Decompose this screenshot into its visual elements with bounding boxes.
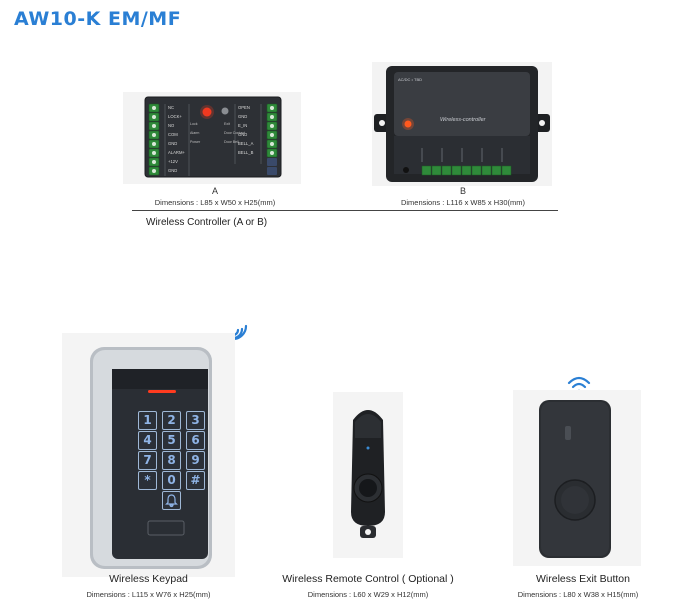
page-title: AW10-K EM/MF bbox=[14, 8, 182, 30]
side-label: Door Bell bbox=[224, 140, 239, 144]
exit-button-image bbox=[513, 390, 641, 566]
keypad-key[interactable]: 2 bbox=[162, 411, 181, 430]
terminal-label: GND bbox=[168, 141, 178, 146]
keypad-key[interactable]: 0 bbox=[162, 471, 181, 490]
keypad-key[interactable]: # bbox=[186, 471, 205, 490]
side-label: Power bbox=[190, 140, 201, 144]
bell-icon[interactable] bbox=[162, 491, 181, 510]
terminal-label: GND bbox=[168, 168, 178, 173]
side-label: Lock bbox=[190, 122, 198, 126]
keypad-key[interactable]: 9 bbox=[186, 451, 205, 470]
controller-b-top-text: AC/DC • TBD bbox=[398, 77, 422, 82]
product-name: Wireless Exit Button bbox=[536, 573, 630, 585]
keypad-key[interactable]: 1 bbox=[138, 411, 157, 430]
controller-divider bbox=[132, 210, 558, 211]
side-label: Door Contact bbox=[224, 131, 246, 135]
controller-b-image: Wireless-controller AC/DC • TBD bbox=[372, 62, 552, 186]
terminal-label: LOCK+ bbox=[168, 114, 182, 119]
controller-b-letter: B bbox=[459, 186, 466, 196]
terminal-label: COM bbox=[168, 132, 178, 137]
remote-image bbox=[333, 392, 403, 558]
controller-b-lid-label: Wireless-controller bbox=[440, 117, 486, 123]
keypad-key[interactable]: * bbox=[138, 471, 157, 490]
keypad-key[interactable]: 3 bbox=[186, 411, 205, 430]
product-name: Wireless Keypad bbox=[109, 573, 188, 585]
controller-caption: Wireless Controller (A or B) bbox=[146, 217, 268, 228]
terminal-label: GND bbox=[238, 114, 248, 119]
product-dimensions: Dimensions : L60 x W29 x H12(mm) bbox=[307, 590, 429, 599]
controller-b-dimensions: Dimensions : L116 x W85 x H30(mm) bbox=[400, 198, 526, 207]
keypad-image: 1 2 3 4 5 6 7 8 9 * 0 # bbox=[62, 333, 235, 577]
terminal-label: BELL_A bbox=[238, 141, 254, 146]
controller-a-letter: A bbox=[211, 186, 218, 196]
terminal-label: ALARM+ bbox=[168, 150, 185, 155]
keypad-key[interactable]: 7 bbox=[138, 451, 157, 470]
terminal-label: NC bbox=[168, 105, 175, 110]
keypad-key[interactable]: 6 bbox=[186, 431, 205, 450]
side-label: Exit bbox=[224, 122, 230, 126]
controller-a-dimensions: Dimensions : L85 x W50 x H25(mm) bbox=[154, 198, 276, 207]
terminal-label: OPEN bbox=[238, 105, 250, 110]
terminal-label: NO bbox=[168, 123, 175, 128]
terminal-label: +12V bbox=[168, 159, 178, 164]
side-label: Alarm bbox=[190, 131, 200, 135]
keypad-key[interactable]: 8 bbox=[162, 451, 181, 470]
product-dimensions: Dimensions : L115 x W76 x H25(mm) bbox=[86, 590, 211, 599]
controller-a-image: NC LOCK+ NO COM GND ALARM+ +12V GND OPEN… bbox=[123, 92, 301, 184]
product-dimensions: Dimensions : L80 x W38 x H15(mm) bbox=[517, 590, 639, 599]
keypad-key[interactable]: 5 bbox=[162, 431, 181, 450]
terminal-label: E_IN bbox=[238, 123, 248, 128]
product-name: Wireless Remote Control ( Optional ) bbox=[282, 573, 454, 585]
terminal-label: BELL_B bbox=[238, 150, 254, 155]
keypad-key[interactable]: 4 bbox=[138, 431, 157, 450]
terminal-label: GND bbox=[238, 132, 248, 137]
